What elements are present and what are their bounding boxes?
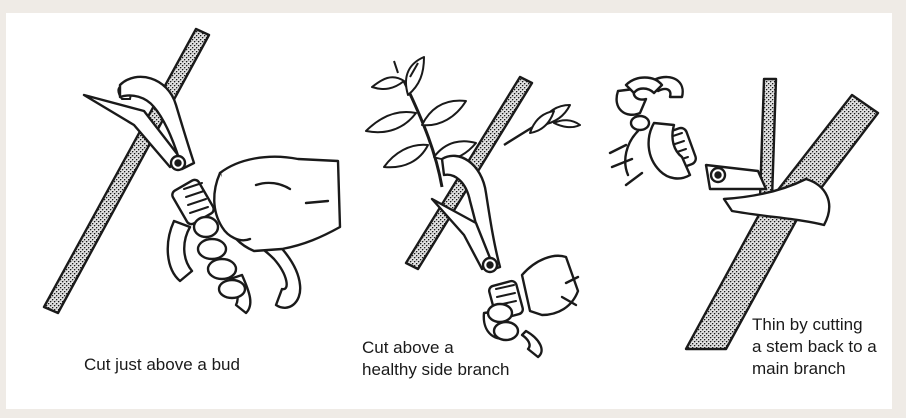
pruning-shears-icon bbox=[432, 156, 542, 357]
panel-1-drawing bbox=[44, 29, 340, 313]
illustration-panel: Cut just above a bud Cut above a healthy… bbox=[6, 13, 892, 409]
panel-3-drawing bbox=[610, 77, 878, 349]
main-branch-icon bbox=[686, 95, 878, 349]
panel-2-drawing bbox=[366, 57, 580, 357]
caption-cut-above-bud: Cut just above a bud bbox=[84, 354, 240, 376]
hand-icon bbox=[194, 157, 340, 298]
caption-cut-above-side-branch: Cut above a healthy side branch bbox=[362, 337, 509, 381]
caption-thin-by-cutting: Thin by cutting a stem back to a main br… bbox=[752, 314, 877, 380]
